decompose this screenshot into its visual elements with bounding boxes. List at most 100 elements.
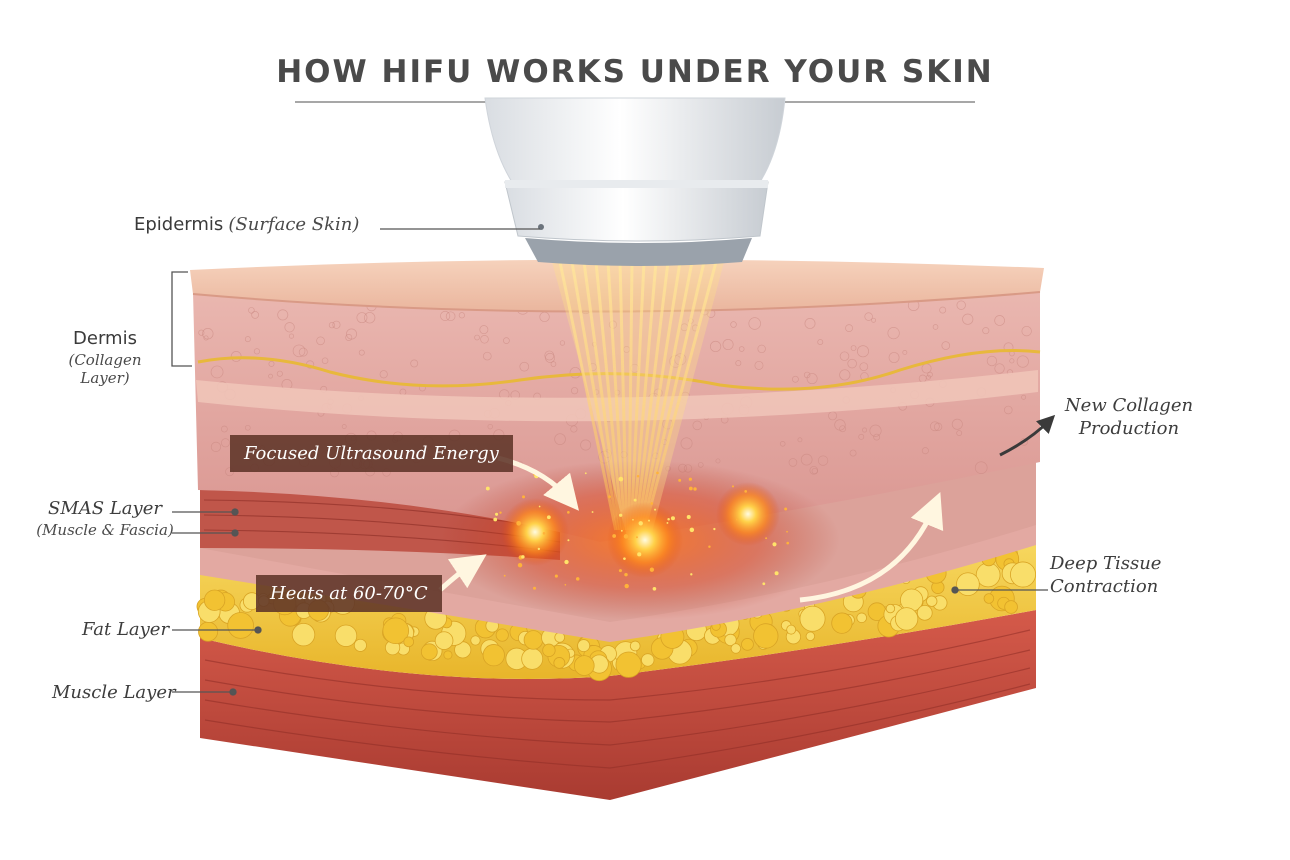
beam-line <box>627 261 634 531</box>
spark <box>688 486 693 491</box>
spark <box>608 495 611 499</box>
spark <box>708 545 711 548</box>
dermis-cell <box>545 352 556 363</box>
spark <box>636 474 640 478</box>
dermis-cell <box>941 341 951 350</box>
dermis-cell <box>356 312 368 324</box>
fat-cell <box>956 572 980 597</box>
dermis-cell <box>480 335 489 344</box>
spark <box>786 541 790 545</box>
dermis-cell <box>487 423 493 430</box>
nerve-fiber <box>197 349 1041 391</box>
fat-cell <box>573 655 595 676</box>
dermis-cell <box>902 350 908 355</box>
leader-lines <box>171 228 1048 696</box>
dermis-cell <box>1021 394 1027 400</box>
heat-arrow-icon <box>438 554 487 592</box>
dermis-cell <box>268 360 275 367</box>
dermis-cell <box>804 318 816 329</box>
spark <box>666 521 669 524</box>
spark <box>624 583 629 589</box>
spark <box>567 511 570 514</box>
spark <box>656 471 659 475</box>
dermis-cell <box>888 352 900 363</box>
dermis-cell <box>817 339 824 346</box>
dermis-cell <box>809 466 819 475</box>
fat-cell <box>975 562 1001 588</box>
dermis-cell <box>986 355 998 367</box>
fat-cell <box>403 636 415 648</box>
dermis-cell <box>994 315 1005 326</box>
spark <box>667 518 670 521</box>
fat-cell <box>741 638 754 651</box>
fat-cell <box>831 612 853 634</box>
spark <box>637 552 642 557</box>
dermis-cell <box>792 375 799 383</box>
dermis-cell <box>1004 405 1013 415</box>
dermis-cell <box>873 433 881 441</box>
energy-callout: Focused Ultrasound Energy <box>230 435 513 472</box>
dermis-cell <box>244 424 251 431</box>
spark <box>731 485 735 488</box>
dermis-cell <box>974 461 988 475</box>
muscle-layer-label: Muscle Layer <box>52 682 176 703</box>
dermis-cell <box>198 329 205 336</box>
muscle-fibers <box>204 629 1031 769</box>
focal-point <box>501 498 569 566</box>
dermis-cell <box>839 369 851 381</box>
spark <box>623 534 629 539</box>
dermis-cell <box>939 306 947 314</box>
beam-line <box>558 261 618 531</box>
dermis-cell <box>440 310 451 321</box>
spark <box>693 487 697 491</box>
spark <box>690 573 693 576</box>
dermis-cell <box>722 339 734 351</box>
beam-line <box>640 261 706 531</box>
ultrasound-beam <box>552 261 724 540</box>
fat-cell <box>894 607 919 631</box>
dermis-cell <box>887 327 900 340</box>
spark <box>713 527 716 531</box>
spark <box>762 582 766 586</box>
spark <box>584 472 587 475</box>
dermis-cell <box>817 455 829 466</box>
spark <box>538 505 541 508</box>
spark <box>517 562 523 568</box>
spark <box>774 571 779 576</box>
spark <box>554 574 558 578</box>
dermis-cell <box>862 427 868 433</box>
beam-line <box>638 261 694 531</box>
fat-cell <box>434 631 454 650</box>
dermis-cell <box>800 453 813 466</box>
dermis-cell <box>332 320 341 329</box>
dermis-cell <box>570 387 579 395</box>
spark <box>537 547 541 551</box>
dermis-cell <box>479 325 489 335</box>
dermis-cell <box>328 322 336 329</box>
spark <box>638 521 643 526</box>
dermis-cell <box>710 340 722 353</box>
collagen-arrow-icon <box>999 414 1056 457</box>
fat-cell <box>523 630 544 650</box>
spark <box>648 519 650 522</box>
dermis-cell <box>364 312 376 324</box>
beam-line <box>636 261 682 531</box>
fat-cell <box>629 640 641 652</box>
spark <box>495 512 499 516</box>
fat-cell <box>353 638 367 652</box>
spark <box>633 498 637 502</box>
spark <box>650 502 654 505</box>
dermis-cell <box>839 351 850 361</box>
beam-line <box>631 261 658 531</box>
dermis-cell <box>757 344 766 354</box>
fat-cell <box>334 624 358 647</box>
dermis-cell <box>248 307 255 314</box>
beam-line <box>629 261 646 531</box>
dermis-cell <box>284 322 295 333</box>
dermis-cell <box>839 425 847 433</box>
spark <box>564 559 569 565</box>
fat-cell <box>227 612 254 639</box>
dermis-cell <box>458 312 465 319</box>
fat-cell <box>753 623 779 649</box>
